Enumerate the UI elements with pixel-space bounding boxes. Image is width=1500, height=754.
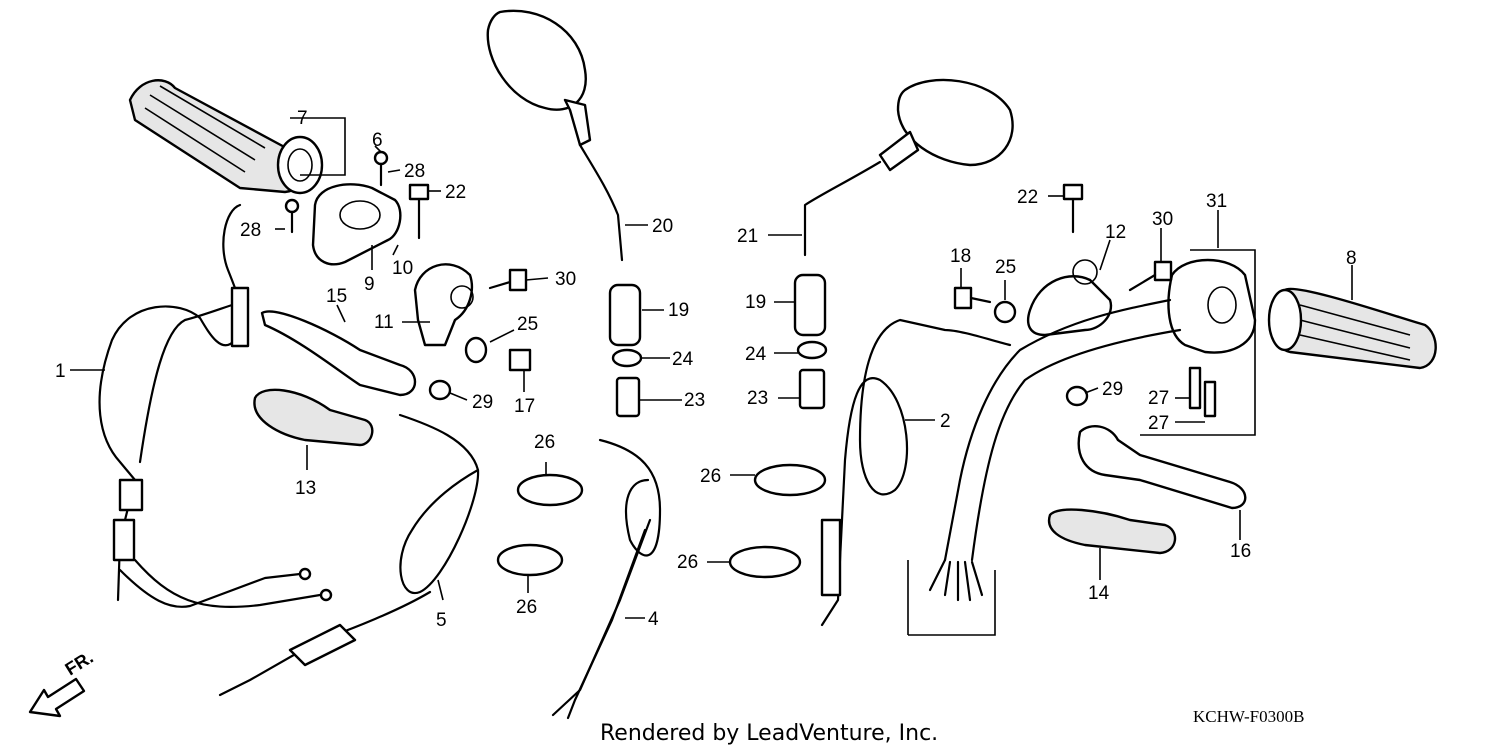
callout-7: 7 xyxy=(297,108,308,129)
callout-2: 2 xyxy=(940,411,951,432)
diagram-code: KCHW-F0300B xyxy=(1193,707,1304,726)
callout-22-right: 22 xyxy=(1017,187,1038,208)
callout-20: 20 xyxy=(652,216,673,237)
callout-12: 12 xyxy=(1105,222,1126,243)
brake-lever-drawing xyxy=(1077,424,1247,510)
cable-clamp-drawing xyxy=(496,463,827,579)
front-direction-arrow xyxy=(28,677,86,718)
grip-cover-drawing xyxy=(1047,508,1177,555)
callout-27-upper: 27 xyxy=(1148,388,1169,409)
callout-21: 21 xyxy=(737,226,758,247)
mirror-left-drawing xyxy=(486,9,624,262)
callout-23-right: 23 xyxy=(747,388,768,409)
callout-labels: 1 2 4 5 6 7 8 9 10 11 12 13 14 15 16 17 … xyxy=(55,108,1357,631)
callout-31: 31 xyxy=(1206,191,1227,212)
callout-18: 18 xyxy=(950,246,971,267)
callout-leader-lines xyxy=(70,117,1353,619)
callout-27-lower: 27 xyxy=(1148,413,1169,434)
nut-drawing xyxy=(428,336,532,401)
callout-28-top: 28 xyxy=(404,161,425,182)
front-brake-cable-drawing xyxy=(820,318,1012,627)
callout-30-left: 30 xyxy=(555,269,576,290)
callout-13: 13 xyxy=(295,478,316,499)
mirror-right-drawing xyxy=(803,78,1014,257)
throttle-housing-drawing xyxy=(311,183,402,266)
bolt-drawing xyxy=(488,268,528,292)
callout-11: 11 xyxy=(374,312,394,333)
throttle-grip-drawing xyxy=(128,79,324,195)
callout-17: 17 xyxy=(514,396,535,417)
callout-28-left: 28 xyxy=(240,220,261,241)
switch-wire-drawing xyxy=(551,438,662,720)
mirror-boot-drawing xyxy=(793,273,828,410)
callout-30-right: 30 xyxy=(1152,209,1173,230)
callout-25-left: 25 xyxy=(517,314,538,335)
right-grip-drawing xyxy=(1267,287,1437,370)
grip-cover-drawing xyxy=(253,388,374,447)
callout-26-bottom-right: 26 xyxy=(677,552,698,573)
callout-23-left: 23 xyxy=(684,390,705,411)
attribution-footer: Rendered by LeadVenture, Inc. xyxy=(600,721,938,746)
callout-24-right: 24 xyxy=(745,344,767,365)
callout-8: 8 xyxy=(1346,248,1357,269)
callout-14: 14 xyxy=(1088,583,1110,604)
callout-6: 6 xyxy=(372,130,383,151)
callout-24-left: 24 xyxy=(672,349,694,370)
clutch-cable-drawing xyxy=(218,413,480,697)
master-cylinder-bracket-drawing xyxy=(953,183,1113,337)
callout-25-right: 25 xyxy=(995,257,1016,278)
switch-housing-drawing xyxy=(1065,249,1257,436)
callout-16: 16 xyxy=(1230,541,1251,562)
callout-19-right: 19 xyxy=(745,292,766,313)
callout-26-bottom-left: 26 xyxy=(516,597,537,618)
callout-22-left: 22 xyxy=(445,182,466,203)
callout-10: 10 xyxy=(392,258,413,279)
callout-15: 15 xyxy=(326,286,347,307)
callout-5: 5 xyxy=(436,610,447,631)
screw-drawing xyxy=(284,150,389,234)
front-direction-label: FR. xyxy=(62,647,97,679)
throttle-cable-drawing xyxy=(98,203,333,608)
bolt-drawing xyxy=(408,183,430,240)
callout-9: 9 xyxy=(364,274,375,295)
clutch-lever-drawing xyxy=(260,263,474,397)
callout-19-left: 19 xyxy=(668,300,689,321)
mirror-boot-drawing xyxy=(608,283,643,418)
callout-26-top-left: 26 xyxy=(534,432,555,453)
switch-harness-drawing xyxy=(907,298,1182,636)
callout-4: 4 xyxy=(648,609,659,630)
callout-26-top-right: 26 xyxy=(700,466,721,487)
callout-1: 1 xyxy=(55,361,66,382)
callout-29-left: 29 xyxy=(472,392,493,413)
callout-29-right: 29 xyxy=(1102,379,1123,400)
